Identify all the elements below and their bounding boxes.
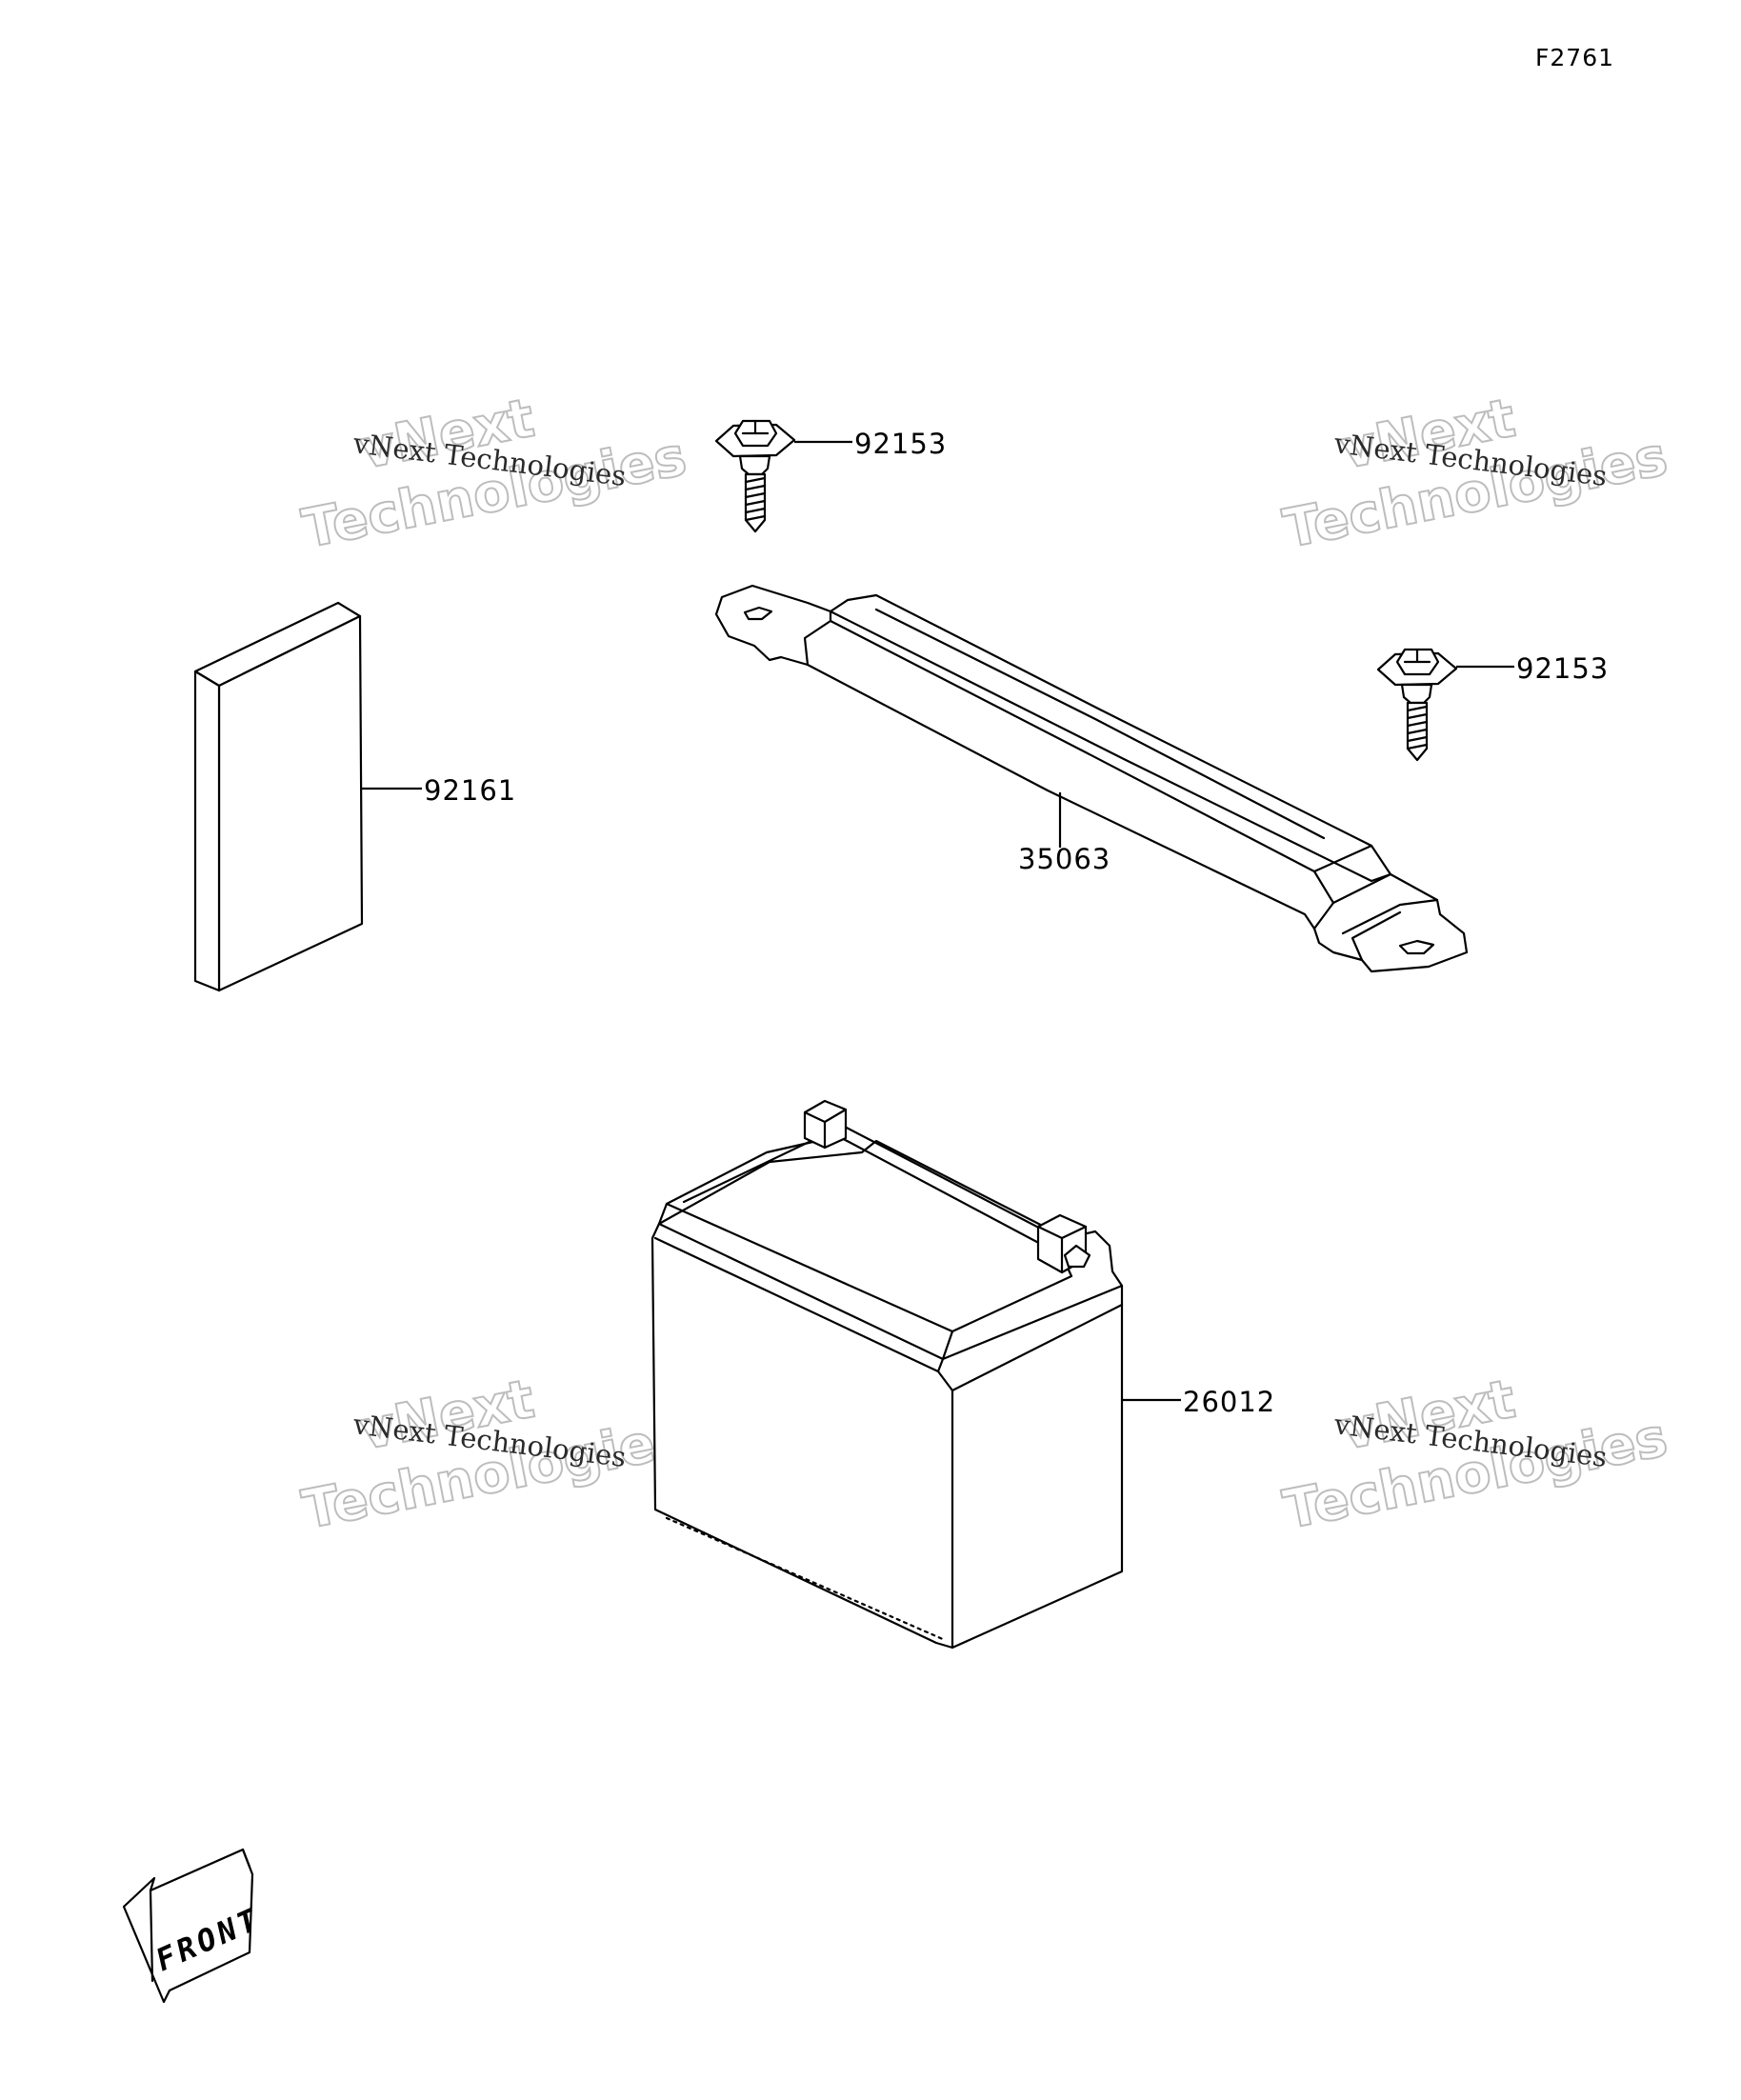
watermark-top-left: vNext Technologies vNext Technologies	[296, 387, 691, 562]
band-35063[interactable]	[714, 584, 1469, 973]
band-right-tab-edge	[1351, 910, 1402, 962]
callout-35063[interactable]: 35063	[1018, 843, 1111, 875]
pad-92161[interactable]	[193, 601, 364, 992]
battery-body-top-right-edge	[951, 1303, 1124, 1392]
bolt-thread	[744, 476, 767, 522]
watermark-bottom-right: vNext Technologies vNext Technologies	[1277, 1368, 1672, 1543]
callout-26012[interactable]: 26012	[1183, 1386, 1275, 1418]
battery-outline	[650, 1139, 1124, 1650]
band-strip-inner	[874, 608, 1326, 840]
band-right-hole	[1398, 939, 1435, 955]
watermark-top-right: vNext Technologies vNext Technologies	[1277, 387, 1672, 562]
bolt-neck	[738, 454, 771, 476]
bolt-92153-top[interactable]	[714, 419, 796, 533]
band-left-hole	[743, 606, 773, 621]
watermark-bottom-left: vNext Technologies vNext Technologies	[296, 1368, 691, 1543]
front-arrow-body	[122, 1848, 254, 2004]
battery-terminal-right-facets	[1036, 1225, 1088, 1274]
front-arrow-edges	[149, 1848, 251, 1983]
callout-92153-top[interactable]: 92153	[854, 428, 947, 460]
bolt-head-facets	[1403, 648, 1431, 664]
pad-side-face	[193, 670, 221, 992]
bolt-neck	[1400, 683, 1433, 705]
band-left-bend	[803, 610, 832, 667]
band-right-bend	[1312, 844, 1439, 935]
front-direction-arrow: FRONT	[122, 1848, 267, 2004]
band-outline	[714, 584, 1469, 973]
band-back-edge	[829, 593, 1392, 876]
callout-92153-right[interactable]: 92153	[1516, 652, 1609, 685]
figure-number: F2761	[1535, 44, 1614, 71]
battery-terminal-left-facets	[803, 1108, 848, 1150]
callout-92161[interactable]: 92161	[424, 774, 516, 807]
battery-26012[interactable]	[650, 1099, 1124, 1650]
battery-terminal-right-hole	[1063, 1244, 1091, 1269]
battery-bottom-seam	[665, 1516, 947, 1642]
bolt-thread	[1406, 705, 1429, 750]
bolt-92153-right[interactable]	[1376, 648, 1458, 762]
bolt-head-facets	[741, 419, 770, 435]
